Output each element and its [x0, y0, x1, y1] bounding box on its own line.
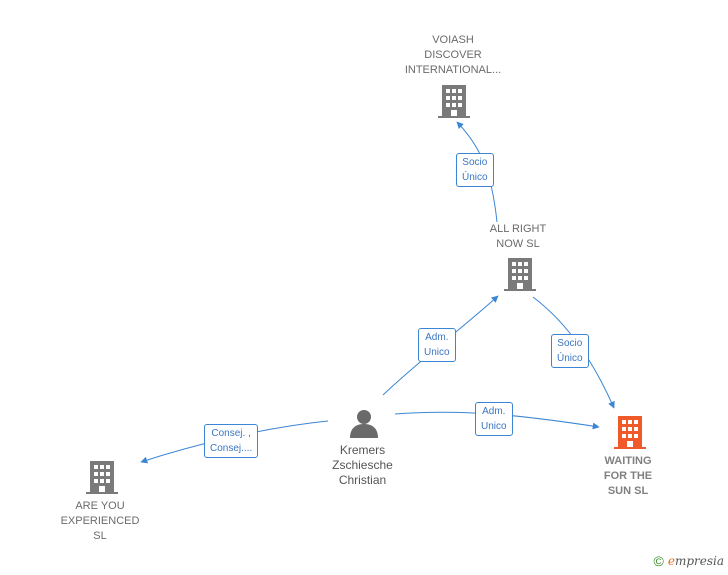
person-icon[interactable] [350, 410, 378, 438]
building-icon[interactable] [504, 258, 536, 291]
edge-label-kremers-allright[interactable]: Adm. Unico [418, 328, 456, 362]
edge-label-allright-waiting[interactable]: Socio Único [551, 334, 589, 368]
brand-logo[interactable]: empresia [667, 554, 724, 568]
node-label-waiting-for-the-sun[interactable]: WAITING FOR THE SUN SL [603, 455, 653, 497]
building-icon[interactable] [438, 85, 470, 118]
building-icon-highlighted[interactable] [614, 416, 646, 449]
node-label-all-right-now[interactable]: ALL RIGHT NOW SL [489, 223, 547, 250]
node-label-kremers[interactable]: Kremers Zschiesche Christian [332, 443, 393, 487]
copyright-icon: © [653, 553, 664, 569]
edge-label-allright-voiash[interactable]: Socio Único [456, 153, 494, 187]
building-icon[interactable] [86, 461, 118, 494]
node-label-voiash[interactable]: VOIASH DISCOVER INTERNATIONAL... [404, 34, 502, 76]
edge-label-kremers-waiting[interactable]: Adm. Unico [475, 402, 513, 436]
footer-brand: © empresia [654, 553, 725, 569]
node-label-are-you-experienced[interactable]: ARE YOU EXPERIENCED SL [60, 500, 140, 542]
edge-label-kremers-areyou[interactable]: Consej. , Consej.... [204, 424, 259, 458]
